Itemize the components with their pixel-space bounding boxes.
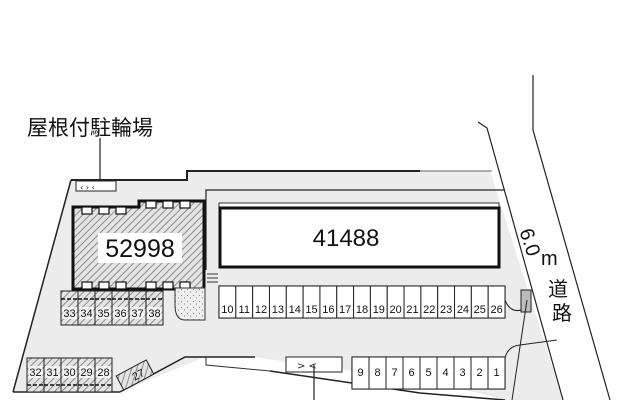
parking-number: 22 [423,304,435,316]
parking-row-10-26: 10 11 12 13 14 15 16 17 18 19 20 21 22 23 24 25 26 [218,285,506,319]
parking-number: 34 [80,308,92,320]
road-edge-right [532,75,611,400]
parking-number: 7 [391,367,397,379]
parking-number: 6 [408,367,414,379]
road-name-char-1: 道 [548,277,568,301]
parking-left-lower: 32 31 30 29 28 [26,357,113,393]
parking-number: 24 [457,304,469,316]
lot-boundary-top [71,170,420,181]
parking-number: 29 [80,367,92,379]
parking-number: 3 [459,367,465,379]
planting-area [174,287,206,321]
parking-number: 19 [373,304,385,316]
parking-number: 26 [490,304,502,316]
parking-number: 20 [390,304,402,316]
lot-boundary-bottom [269,370,506,400]
parking-number: 23 [440,304,452,316]
parking-number: 25 [474,304,486,316]
road: 6.0 m 道 路 [477,75,611,400]
parking-number: 31 [46,367,58,379]
parking-number: 28 [97,367,109,379]
parking-number: 15 [305,304,317,316]
building-41488: 41488 [218,202,501,269]
parking-number: 9 [357,367,363,379]
parking-number: 16 [322,304,334,316]
parking-number: 37 [131,308,143,320]
parking-number: 4 [442,367,448,379]
parking-space-27: 27 [115,359,155,391]
parking-left-upper: 33 34 35 36 37 38 [60,290,164,326]
parking-number: 2 [476,367,482,379]
lot-boundary-left [12,179,72,393]
road-name-char-2: 路 [552,301,572,325]
utility-box [520,289,532,313]
covered-bicycle-parking-label: 屋根付駐輪場 [27,116,153,140]
road-unit-label: m [541,248,558,270]
parking-number: 18 [356,304,368,316]
parking-number: 36 [114,308,126,320]
building-label-52998: 52998 [105,235,175,263]
parking-number: 32 [29,367,41,379]
shelter-symbol-bottom: > < [297,361,317,372]
parking-number: 13 [272,304,284,316]
parking-number: 12 [255,304,267,316]
building-52998: 52998 [71,199,206,291]
parking-number: 1 [493,367,499,379]
bicycle-parking-shelter [75,180,117,192]
road-edge-left [477,121,564,400]
parking-number: 17 [339,304,351,316]
parking-number: 35 [97,308,109,320]
parking-number: 30 [63,367,75,379]
parking-number: 38 [148,308,160,320]
shelter-symbol: ‹ › ‹ [80,183,95,192]
parking-number: 14 [289,304,301,316]
building-label-41488: 41488 [313,225,380,252]
parking-number: 5 [425,367,431,379]
parking-number: 33 [63,308,75,320]
svg-text:27: 27 [130,367,146,383]
parking-number: 21 [406,304,418,316]
parking-number: 8 [374,367,380,379]
parking-space-26 [487,285,506,319]
parking-number: 10 [221,304,233,316]
parking-space-1 [487,356,506,390]
parking-number: 11 [239,304,250,316]
